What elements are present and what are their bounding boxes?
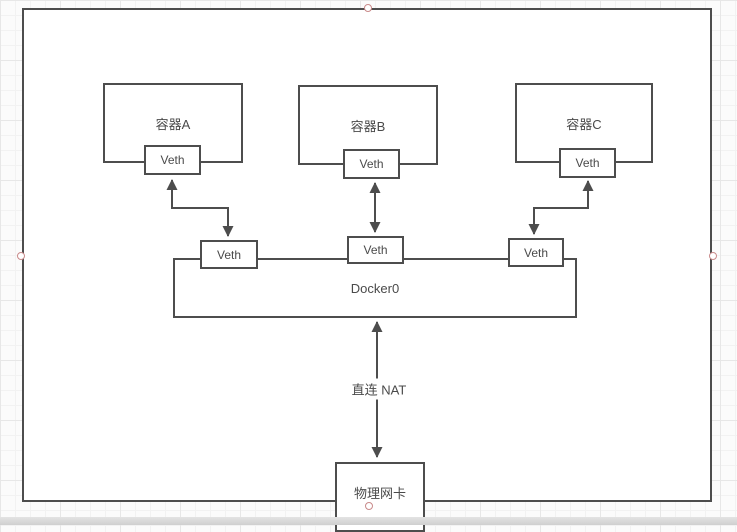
docker0-label: Docker0 [350,280,400,296]
veth-container-c-box[interactable]: Veth [559,148,616,178]
veth-label: Veth [160,153,185,167]
container-b-label: 容器B [350,118,386,134]
connector-container-c-to-bridge[interactable] [528,180,594,235]
container-c-label: 容器C [566,116,602,132]
veth-label: Veth [575,156,600,170]
veth-label: Veth [216,247,242,262]
container-a-label: 容器A [155,116,191,132]
veth-label: Veth [363,243,388,257]
connection-point-left[interactable] [17,252,25,260]
physical-nic-label: 物理网卡 [353,486,406,501]
veth-label: Veth [523,245,549,260]
veth-container-a-box[interactable]: Veth [144,145,201,175]
connection-point-bottom[interactable] [365,502,373,510]
connector-container-a-to-bridge[interactable] [166,179,234,237]
nat-link-label: 直连 NAT [346,378,412,400]
veth-label: Veth [359,157,384,171]
veth-bridge-a-box[interactable]: Veth [200,240,258,269]
connection-point-top[interactable] [364,4,372,12]
veth-container-b-box[interactable]: Veth [343,149,400,179]
veth-bridge-b-box[interactable]: Veth [347,236,404,264]
veth-bridge-c-box[interactable]: Veth [508,238,564,267]
window-bottom-edge [0,517,737,525]
connection-point-right[interactable] [709,252,717,260]
